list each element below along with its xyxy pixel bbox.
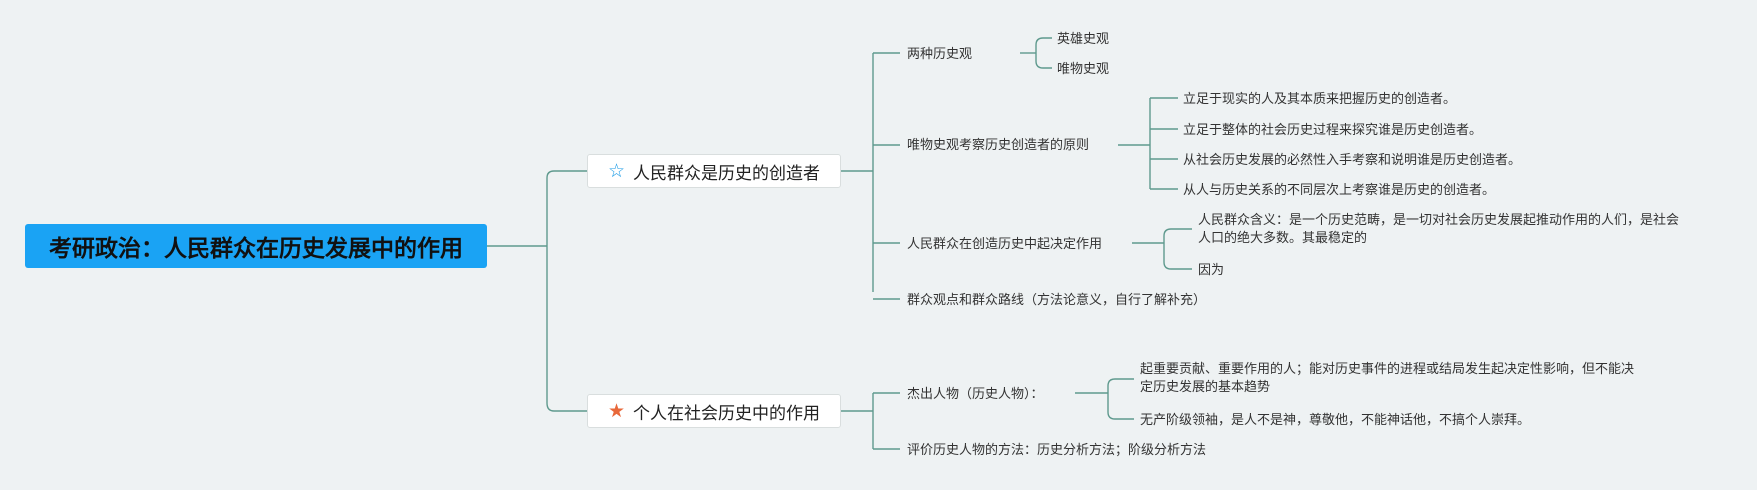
star-filled-icon: ★ — [607, 399, 626, 422]
leaf-principle-3[interactable]: 从社会历史发展的必然性入手考察和说明谁是历史创造者。 — [1183, 153, 1522, 168]
leaf-principle-1[interactable]: 立足于现实的人及其本质来把握历史的创造者。 — [1183, 92, 1457, 107]
figures-leaf-1 — [1107, 393, 1134, 420]
root-topic[interactable]: 考研政治：人民群众在历史发展中的作用 — [25, 224, 487, 268]
node-principles[interactable]: 唯物史观考察历史创造者的原则 — [907, 138, 1090, 153]
views-leaf-1 — [1035, 53, 1052, 69]
leaf-principle-4[interactable]: 从人与历史关系的不同层次上考察谁是历史的创造者。 — [1183, 183, 1496, 198]
leaf-because[interactable]: 因为 — [1198, 263, 1225, 278]
branch-topic-people[interactable]: ☆ 人民群众是历史的创造者 — [587, 154, 841, 188]
branch-label: 个人在社会历史中的作用 — [633, 403, 821, 424]
connector-branch-1 — [546, 170, 587, 246]
node-mass-line[interactable]: 群众观点和群众路线（方法论意义，自行了解补充） — [907, 293, 1207, 308]
branch-label: 人民群众是历史的创造者 — [633, 163, 821, 184]
node-two-views[interactable]: 两种历史观 — [907, 47, 973, 62]
leaf-people-meaning[interactable]: 人民群众含义：是一个历史范畴，是一切对社会历史发展起推动作用的人们，是社会人口的… — [1198, 213, 1680, 246]
views-leaf-0 — [1035, 37, 1052, 53]
leaf-hero-view[interactable]: 英雄史观 — [1057, 32, 1110, 47]
decisive-leaf-1 — [1163, 243, 1192, 270]
star-outline-icon: ☆ — [607, 159, 626, 182]
decisive-leaf-0 — [1163, 228, 1192, 243]
figures-leaf-0 — [1107, 378, 1134, 393]
node-decisive-role[interactable]: 人民群众在创造历史中起决定作用 — [907, 237, 1103, 252]
leaf-proletarian-leader[interactable]: 无产阶级领袖，是人不是神，尊敬他，不能神话他，不搞个人崇拜。 — [1140, 413, 1531, 428]
leaf-principle-2[interactable]: 立足于整体的社会历史过程来探究谁是历史创造者。 — [1183, 123, 1483, 138]
node-evaluation-methods[interactable]: 评价历史人物的方法：历史分析方法；阶级分析方法 — [907, 443, 1207, 458]
leaf-figure-role[interactable]: 起重要贡献、重要作用的人；能对历史事件的进程或结局发生起决定性影响，但不能决定历… — [1140, 362, 1635, 395]
leaf-materialist-view[interactable]: 唯物史观 — [1057, 62, 1110, 77]
connector-branch-2 — [546, 246, 587, 412]
node-outstanding-figures[interactable]: 杰出人物（历史人物）： — [907, 387, 1044, 402]
branch-topic-individual[interactable]: ★ 个人在社会历史中的作用 — [587, 394, 841, 428]
